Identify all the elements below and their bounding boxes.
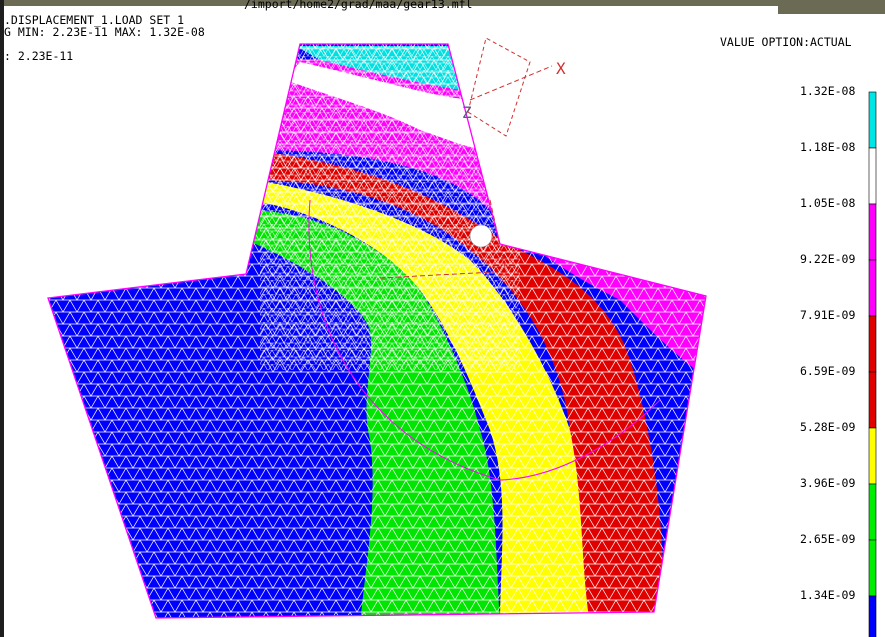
coordinate-triad (379, 37, 553, 279)
value-option-label: VALUE OPTION:ACTUAL (720, 35, 852, 49)
gear-outline (47, 43, 707, 619)
legend-label: 3.96E-09 (800, 476, 856, 490)
result-title: .DISPLACEMENT_1.LOAD SET 1 (4, 13, 185, 27)
hole-marker (469, 224, 493, 248)
window-frame-left (0, 0, 4, 637)
value-label: : 2.23E-11 (4, 49, 74, 63)
window-frame-corner (778, 0, 885, 14)
legend-label: 7.91E-09 (800, 308, 856, 322)
legend-label: 1.18E-08 (800, 140, 856, 154)
min-max-label: G MIN: 2.23E-11 MAX: 1.32E-08 (4, 25, 205, 39)
triad-x-label: X (556, 59, 566, 78)
legend-label: 6.59E-09 (800, 364, 856, 378)
contour-bands (48, 44, 706, 618)
legend-label: 1.32E-08 (800, 84, 856, 98)
legend-label: 1.05E-08 (800, 196, 856, 210)
legend-label: 2.65E-09 (800, 532, 856, 546)
window-frame-top (0, 0, 885, 6)
triad-z-label: Z (462, 103, 472, 122)
pitch-circle-arc (308, 199, 661, 481)
legend-label: 5.28E-09 (800, 420, 856, 434)
legend-label: 1.34E-09 (800, 588, 856, 602)
legend-label: 9.22E-09 (800, 252, 856, 266)
mesh-fine-overlay (260, 44, 520, 370)
file-path-label: /import/home2/grad/maa/gear13.mfl (244, 0, 473, 11)
